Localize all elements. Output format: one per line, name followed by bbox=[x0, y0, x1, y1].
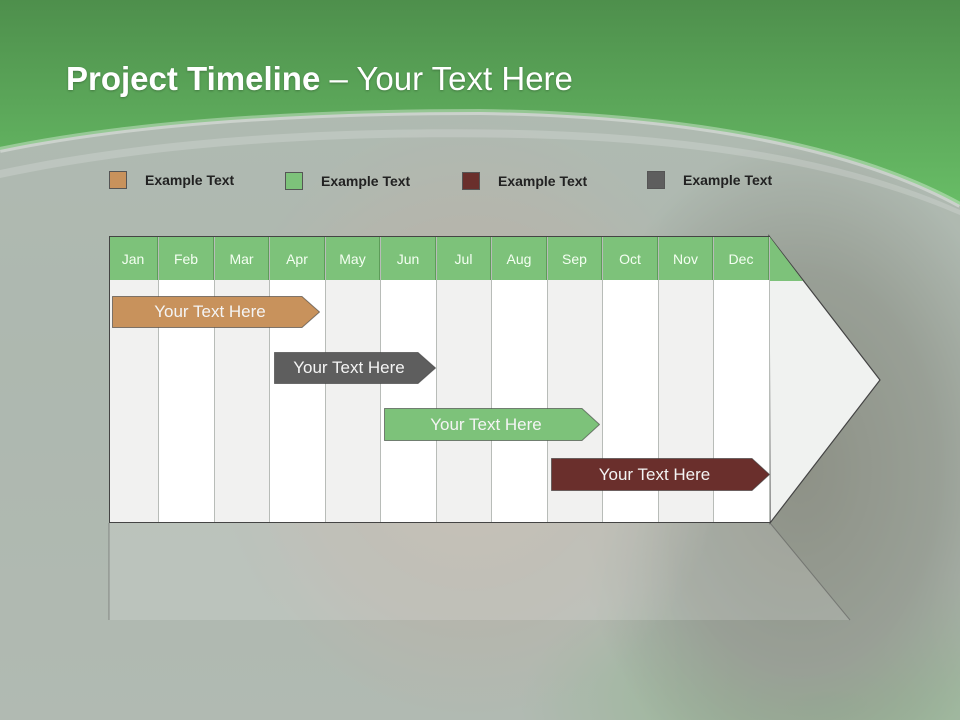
legend-swatch bbox=[647, 171, 665, 189]
bar-label: Your Text Here bbox=[293, 358, 405, 377]
slide-title-rest: – Your Text Here bbox=[320, 60, 573, 97]
month-header: Jun bbox=[381, 236, 436, 280]
month-header: May bbox=[326, 236, 380, 280]
bar-arrow-shape bbox=[274, 352, 436, 384]
legend-label: Example Text bbox=[321, 173, 411, 189]
timeline-bar[interactable]: Your Text Here bbox=[274, 352, 436, 384]
bar-arrow-shape bbox=[112, 296, 320, 328]
month-header: Apr bbox=[270, 236, 325, 280]
legend-label: Example Text bbox=[145, 172, 235, 188]
month-column: Jul bbox=[437, 236, 492, 523]
slide-title: Project Timeline – Your Text Here bbox=[66, 60, 573, 98]
month-column: Feb bbox=[159, 236, 215, 523]
bar-label: Your Text Here bbox=[154, 302, 266, 321]
month-header: Mar bbox=[215, 236, 269, 280]
month-header: Nov bbox=[659, 236, 713, 280]
month-cell bbox=[381, 280, 436, 523]
legend-swatch bbox=[462, 172, 480, 190]
legend-swatch bbox=[285, 172, 303, 190]
legend-label: Example Text bbox=[498, 173, 588, 189]
timeline-bar[interactable]: Your Text Here bbox=[112, 296, 320, 328]
month-header: Dec bbox=[714, 236, 769, 280]
month-header: Oct bbox=[603, 236, 658, 280]
month-header: Feb bbox=[159, 236, 214, 280]
bar-arrow-shape bbox=[384, 408, 600, 441]
timeline-bar[interactable]: Your Text Here bbox=[551, 458, 770, 491]
month-header: Sep bbox=[548, 236, 602, 280]
month-column: Aug bbox=[492, 236, 548, 523]
month-column: Jan bbox=[109, 236, 159, 523]
bar-label: Your Text Here bbox=[598, 464, 711, 484]
month-column: May bbox=[326, 236, 381, 523]
timeline-bar[interactable]: Your Text Here bbox=[384, 408, 600, 441]
legend-swatch bbox=[109, 171, 127, 189]
month-header: Jan bbox=[109, 236, 158, 280]
month-cell bbox=[492, 280, 547, 523]
bar-arrow-shape bbox=[551, 458, 770, 491]
month-column: Jun bbox=[381, 236, 437, 523]
month-cell bbox=[326, 280, 380, 523]
month-cell bbox=[437, 280, 491, 523]
slide-title-bold: Project Timeline bbox=[66, 60, 321, 97]
legend-label: Example Text bbox=[683, 172, 773, 188]
month-column: Mar bbox=[215, 236, 270, 523]
month-header: Aug bbox=[492, 236, 547, 280]
bar-label: Your Text Here bbox=[430, 414, 542, 434]
month-header: Jul bbox=[437, 236, 491, 280]
